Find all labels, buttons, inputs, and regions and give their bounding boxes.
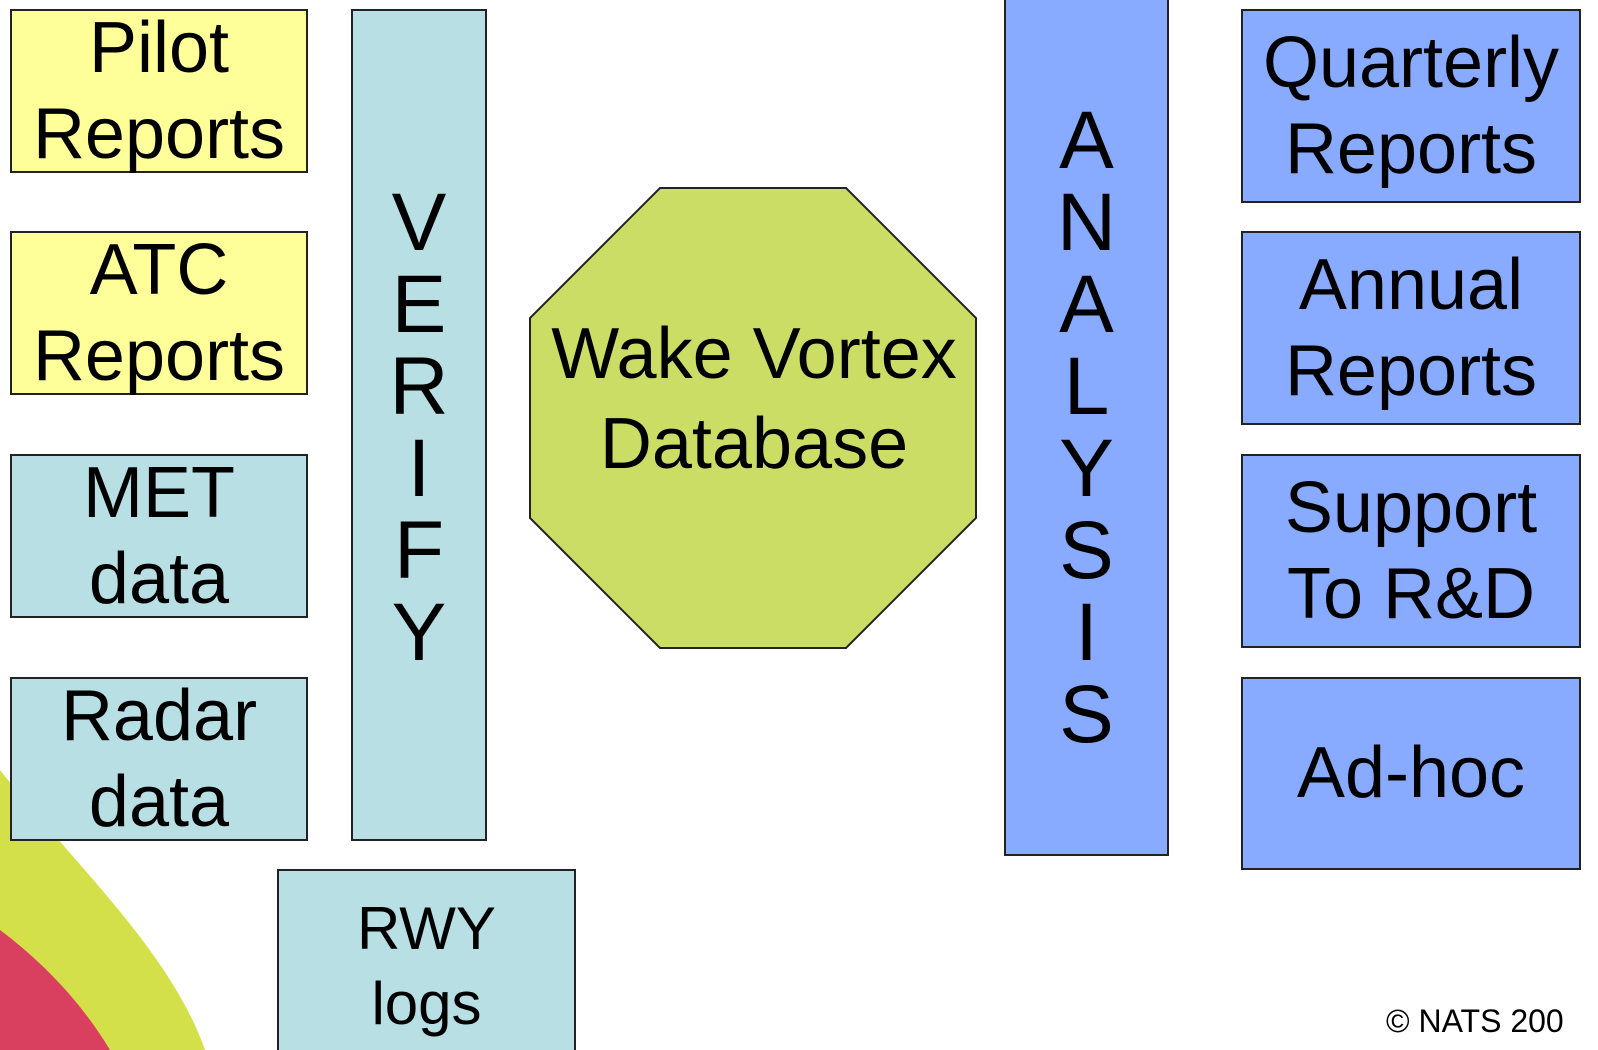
output-label: Support To R&D [1284,467,1538,634]
verify-letter: Y [391,587,447,678]
verify-letter: F [393,505,445,596]
source-box-rwy-logs: RWY logs [277,869,576,1050]
analysis-letter: A [1059,95,1114,186]
analysis-letter: S [1059,505,1114,596]
source-box-atc-reports: ATC Reports [10,230,308,396]
database-octagon-shape [529,187,977,649]
output-box-quarterly-reports: Quarterly Reports [1241,9,1581,203]
verify-letter: I [407,423,431,514]
verify-letter: V [391,177,447,268]
source-box-radar-data: Radar data [10,676,308,842]
output-box-annual-reports: Annual Reports [1241,231,1581,425]
database-label: Wake Vortex Database [551,314,957,484]
analysis-letter: N [1056,177,1117,268]
source-box-pilot-reports: Pilot Reports [10,8,308,174]
verify-column: V E R I F Y [351,9,487,841]
source-label: Pilot Reports [32,7,286,174]
output-label: Ad-hoc [1296,733,1526,814]
output-box-support-rd: Support To R&D [1241,454,1581,648]
source-box-met-data: MET data [10,453,308,619]
analysis-letter: L [1063,341,1110,432]
analysis-letter: S [1059,669,1114,760]
analysis-letter: I [1075,587,1098,678]
source-label: Radar data [60,675,258,842]
analysis-letter: Y [1059,423,1114,514]
source-label: ATC Reports [32,229,286,396]
source-label: MET data [83,452,235,619]
verify-letters: V E R I F Y [389,182,448,674]
source-label: RWY logs [357,894,496,1037]
copyright-text: © NATS 200 [1386,1003,1564,1039]
output-label: Quarterly Reports [1262,22,1560,189]
swoosh-red [0,930,110,1050]
output-box-ad-hoc: Ad-hoc [1241,677,1581,870]
analysis-letter: A [1059,259,1114,350]
verify-letter: R [389,341,449,432]
output-label: Annual Reports [1284,244,1538,411]
analysis-letters: A N A L Y S I S [1057,100,1116,756]
verify-letter: E [391,259,447,350]
analysis-column: A N A L Y S I S [1004,0,1169,856]
